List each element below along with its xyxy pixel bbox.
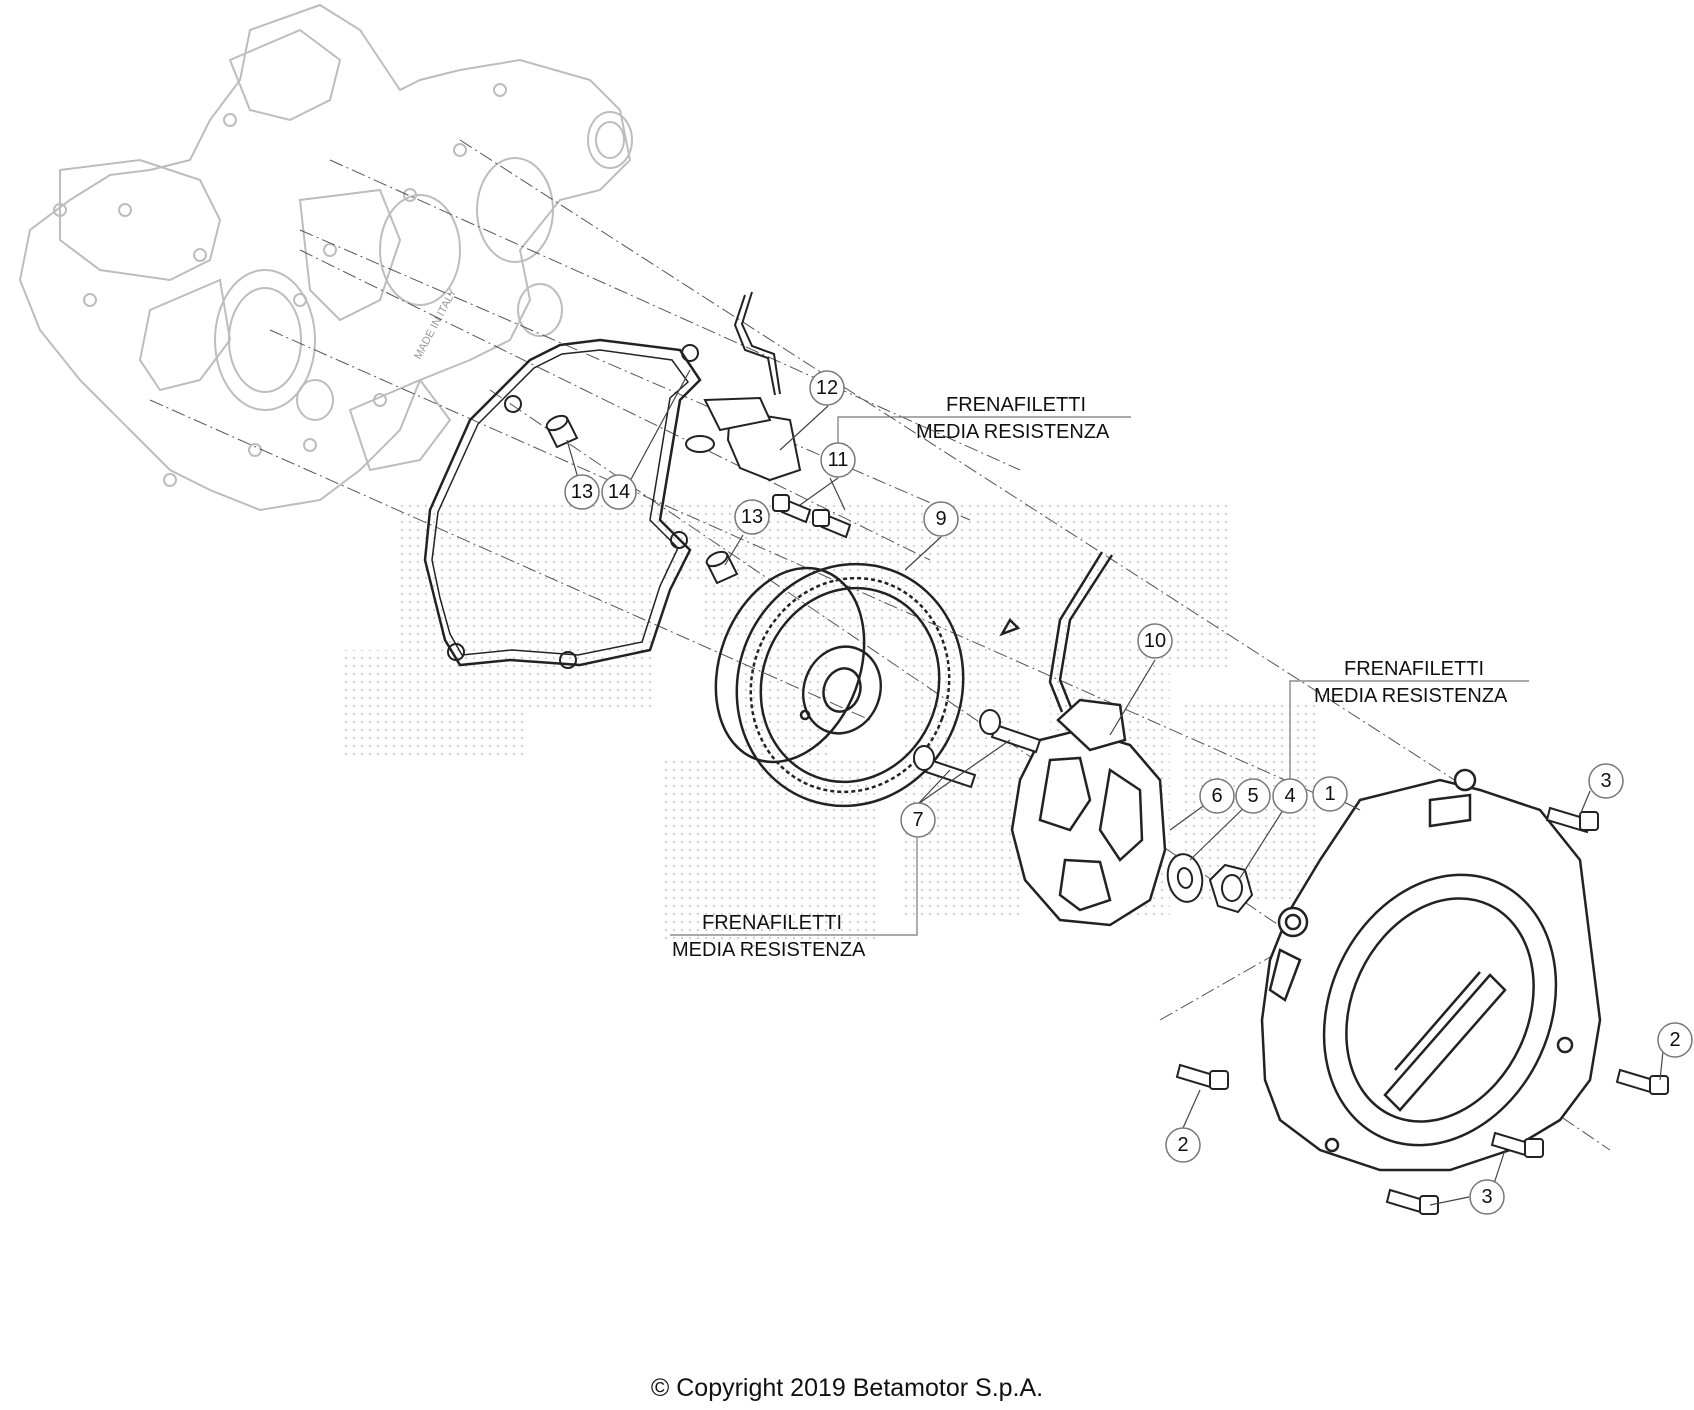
note-line-2: MEDIA RESISTENZA bbox=[1314, 685, 1508, 707]
callout-9: 9 bbox=[923, 501, 959, 537]
svg-text:14: 14 bbox=[608, 481, 630, 503]
cover-gasket bbox=[423, 338, 702, 667]
svg-text:3: 3 bbox=[1481, 1186, 1492, 1208]
sensor-screws bbox=[772, 494, 852, 539]
note-line-1: FRENAFILETTI bbox=[946, 394, 1086, 416]
svg-text:3: 3 bbox=[1600, 770, 1611, 792]
note-line-2: MEDIA RESISTENZA bbox=[672, 939, 866, 961]
callout-3: 3 bbox=[1469, 1179, 1505, 1215]
stator-bolts bbox=[913, 709, 1042, 789]
callout-4: 4 bbox=[1272, 778, 1308, 814]
threadlocker-note-right: FRENAFILETTI MEDIA RESISTENZA bbox=[1289, 658, 1529, 785]
svg-text:4: 4 bbox=[1284, 785, 1295, 807]
callout-13: 13 bbox=[564, 474, 600, 510]
callout-11: 11 bbox=[820, 442, 856, 478]
stator-coil bbox=[1010, 551, 1167, 927]
callout-2: 2 bbox=[1657, 1022, 1693, 1058]
svg-text:1: 1 bbox=[1324, 783, 1335, 805]
callout-5: 5 bbox=[1235, 778, 1271, 814]
made-in-italy-engraving: MADE IN ITALY bbox=[412, 286, 459, 361]
svg-text:13: 13 bbox=[571, 481, 593, 503]
svg-text:9: 9 bbox=[935, 508, 946, 530]
copyright-notice: © Copyright 2019 Betamotor S.p.A. bbox=[650, 1374, 1044, 1402]
cover-bolts bbox=[1175, 806, 1669, 1216]
svg-text:7: 7 bbox=[912, 809, 923, 831]
svg-text:2: 2 bbox=[1669, 1029, 1680, 1051]
flywheel-rotor bbox=[714, 562, 1021, 808]
pickup-sensor bbox=[685, 291, 802, 482]
callout-6: 6 bbox=[1199, 778, 1235, 814]
callout-12: 12 bbox=[809, 370, 845, 406]
crankcase-outline bbox=[18, 3, 633, 512]
callout-2: 2 bbox=[1165, 1127, 1201, 1163]
note-line-1: FRENAFILETTI bbox=[702, 912, 842, 934]
callout-10: 10 bbox=[1137, 623, 1173, 659]
svg-text:10: 10 bbox=[1144, 630, 1166, 652]
svg-text:12: 12 bbox=[816, 377, 838, 399]
dowel-pin bbox=[545, 414, 579, 449]
svg-text:5: 5 bbox=[1247, 785, 1258, 807]
svg-text:11: 11 bbox=[828, 449, 849, 471]
threadlocker-note-top: FRENAFILETTI MEDIA RESISTENZA bbox=[837, 394, 1131, 446]
note-line-2: MEDIA RESISTENZA bbox=[916, 421, 1110, 443]
flywheel-washer bbox=[1166, 853, 1204, 903]
svg-text:6: 6 bbox=[1211, 785, 1222, 807]
callout-1: 1 bbox=[1312, 776, 1348, 812]
ignition-cover bbox=[1260, 768, 1602, 1172]
leader-lines bbox=[566, 369, 1664, 1206]
dowel-pin bbox=[705, 550, 739, 585]
svg-text:2: 2 bbox=[1177, 1134, 1188, 1156]
note-line-1: FRENAFILETTI bbox=[1344, 658, 1484, 680]
callout-3: 3 bbox=[1588, 763, 1624, 799]
threadlocker-note-bottom: FRENAFILETTI MEDIA RESISTENZA bbox=[670, 838, 918, 961]
callout-13: 13 bbox=[734, 499, 770, 535]
callout-14: 14 bbox=[601, 474, 637, 510]
callout-7: 7 bbox=[900, 802, 936, 838]
svg-text:13: 13 bbox=[741, 506, 763, 528]
